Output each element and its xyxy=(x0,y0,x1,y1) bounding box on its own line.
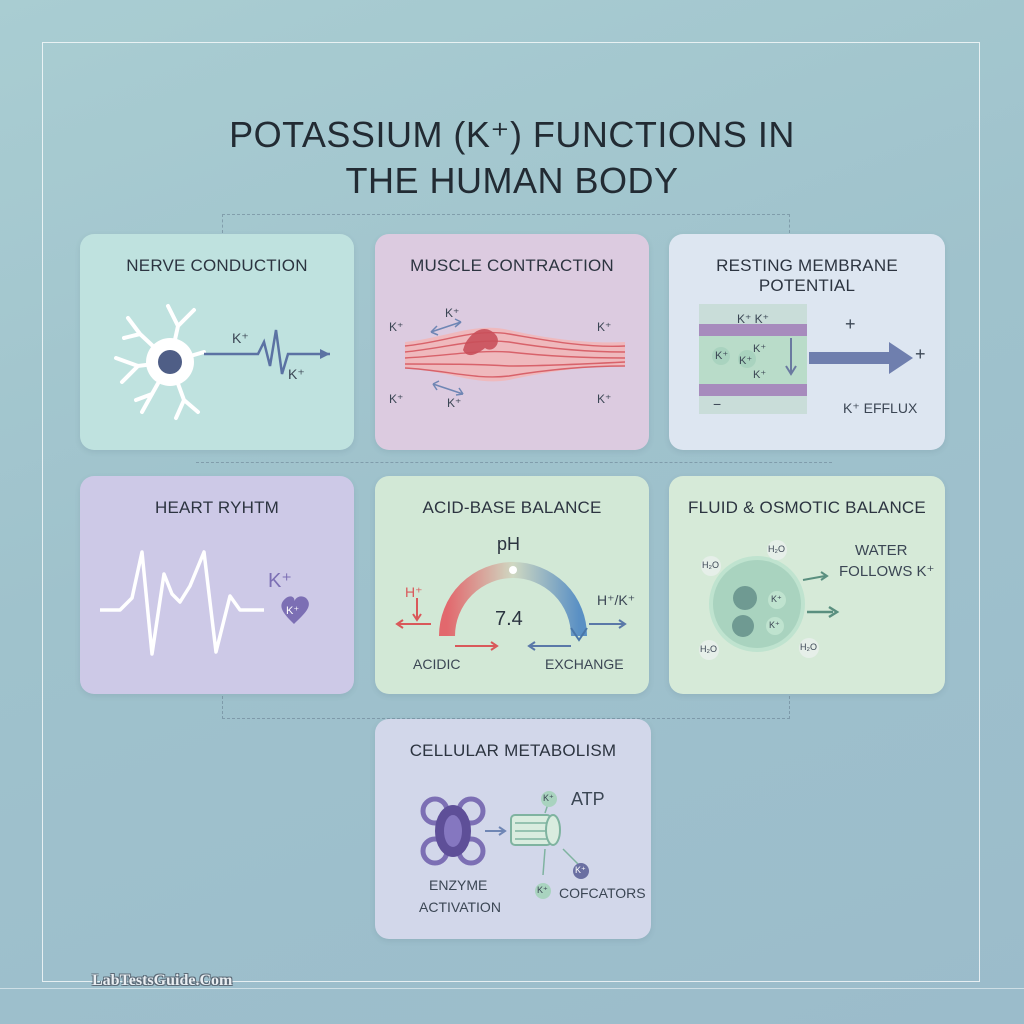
h2o-label: H₂O xyxy=(768,544,785,554)
h2o-label: H₂O xyxy=(700,644,717,654)
k-label: K⁺ xyxy=(769,620,780,630)
enzyme-illustration xyxy=(420,791,589,899)
page-title: POTASSIUM (K⁺) FUNCTIONS IN THE HUMAN BO… xyxy=(0,112,1024,204)
k-label: K⁺ xyxy=(715,350,729,362)
card-heart-rhythm: HEART RYHTM K⁺ K⁺ xyxy=(80,476,354,694)
activation-label: ACTIVATION xyxy=(419,899,501,915)
k-label: K⁺ xyxy=(389,320,404,334)
dashed-connector-top xyxy=(222,214,790,233)
k-label: K⁺ xyxy=(537,885,548,895)
muscle-fiber-illustration xyxy=(404,318,626,396)
k-label: K⁺ xyxy=(597,320,612,334)
outer-frame xyxy=(42,42,980,982)
ph-value: 7.4 xyxy=(495,608,523,630)
water-label: WATER xyxy=(855,542,908,559)
minus-sign: − xyxy=(713,396,722,412)
ph-gauge-illustration xyxy=(395,562,627,651)
title-line-1: POTASSIUM (K⁺) FUNCTIONS IN xyxy=(229,114,795,155)
acidic-label: ACIDIC xyxy=(413,656,461,672)
h-ion-label: H⁺ xyxy=(405,584,423,600)
exchange-label: EXCHANGE xyxy=(545,656,624,672)
card-fluid-osmotic-balance: FLUID & OSMOTIC BALANCE WATER FOLLOWS K⁺… xyxy=(669,476,945,694)
follows-k-label: FOLLOWS K⁺ xyxy=(839,563,935,580)
heart-k-label: K⁺ xyxy=(286,605,300,617)
k-label: K⁺ xyxy=(597,392,612,406)
plus-sign: + xyxy=(915,344,926,364)
k-label: K⁺ xyxy=(268,570,292,592)
k-label: K⁺ xyxy=(389,392,404,406)
enzyme-label: ENZYME xyxy=(429,877,488,893)
card-cellular-metabolism: CELLULAR METABOLISM ATP ENZYME ACTIVATIO… xyxy=(375,719,651,939)
k-label: K⁺ K⁺ xyxy=(737,312,770,326)
watermark: LabTestsGuide.Com xyxy=(92,972,233,989)
membrane-illustration xyxy=(699,304,913,414)
card-title: ACID-BASE BALANCE xyxy=(422,498,602,517)
k-label: K⁺ xyxy=(543,793,554,803)
dashed-connector-bottom xyxy=(222,696,790,719)
k-label: K⁺ xyxy=(753,343,767,355)
card-muscle-contraction: MUSCLE CONTRACTION K⁺ K⁺ K⁺ K⁺ K⁺ K⁺ xyxy=(375,234,649,450)
bottom-divider xyxy=(0,988,1024,989)
ph-label: pH xyxy=(497,534,521,554)
card-acid-base-balance: ACID-BASE BALANCE pH H⁺ 7.4 H⁺/K⁺ ACIDIC… xyxy=(375,476,649,694)
card-title: HEART RYHTM xyxy=(154,498,280,517)
atp-label: ATP xyxy=(571,789,605,809)
card-resting-membrane-potential: RESTING MEMBRANE POTENTIAL K⁺ K⁺ K⁺ K⁺ K… xyxy=(669,234,945,450)
h2o-label: H₂O xyxy=(800,642,817,652)
dashed-connector-middle xyxy=(196,462,832,463)
card-title: MUSCLE CONTRACTION xyxy=(410,256,614,275)
k-label: K⁺ xyxy=(739,355,753,367)
plus-sign: + xyxy=(845,314,856,334)
k-label: K⁺ xyxy=(447,396,462,410)
ecg-illustration xyxy=(100,550,309,656)
k-efflux-label: K⁺ EFFLUX xyxy=(843,400,918,416)
title-line-2: THE HUMAN BODY xyxy=(345,160,679,201)
k-label: K⁺ xyxy=(575,865,586,875)
cofactors-label: COFCATORS xyxy=(559,885,646,901)
card-title: FLUID & OSMOTIC BALANCE xyxy=(688,498,926,517)
cell-osmosis-illustration xyxy=(699,540,840,660)
k-label: K⁺ xyxy=(771,594,782,604)
h-k-label: H⁺/K⁺ xyxy=(597,592,636,608)
card-title: RESTING MEMBRANE POTENTIAL xyxy=(716,256,898,295)
h2o-label: H₂O xyxy=(702,560,719,570)
k-label: K⁺ xyxy=(753,369,767,381)
k-label: K⁺ xyxy=(445,306,460,320)
card-nerve-conduction: NERVE CONDUCTION K⁺ K⁺ xyxy=(80,234,354,450)
k-label: K⁺ xyxy=(232,330,249,346)
k-label: K⁺ xyxy=(288,366,305,382)
neuron-illustration xyxy=(114,304,330,420)
card-title: CELLULAR METABOLISM xyxy=(409,741,617,760)
card-title: NERVE CONDUCTION xyxy=(126,256,308,275)
